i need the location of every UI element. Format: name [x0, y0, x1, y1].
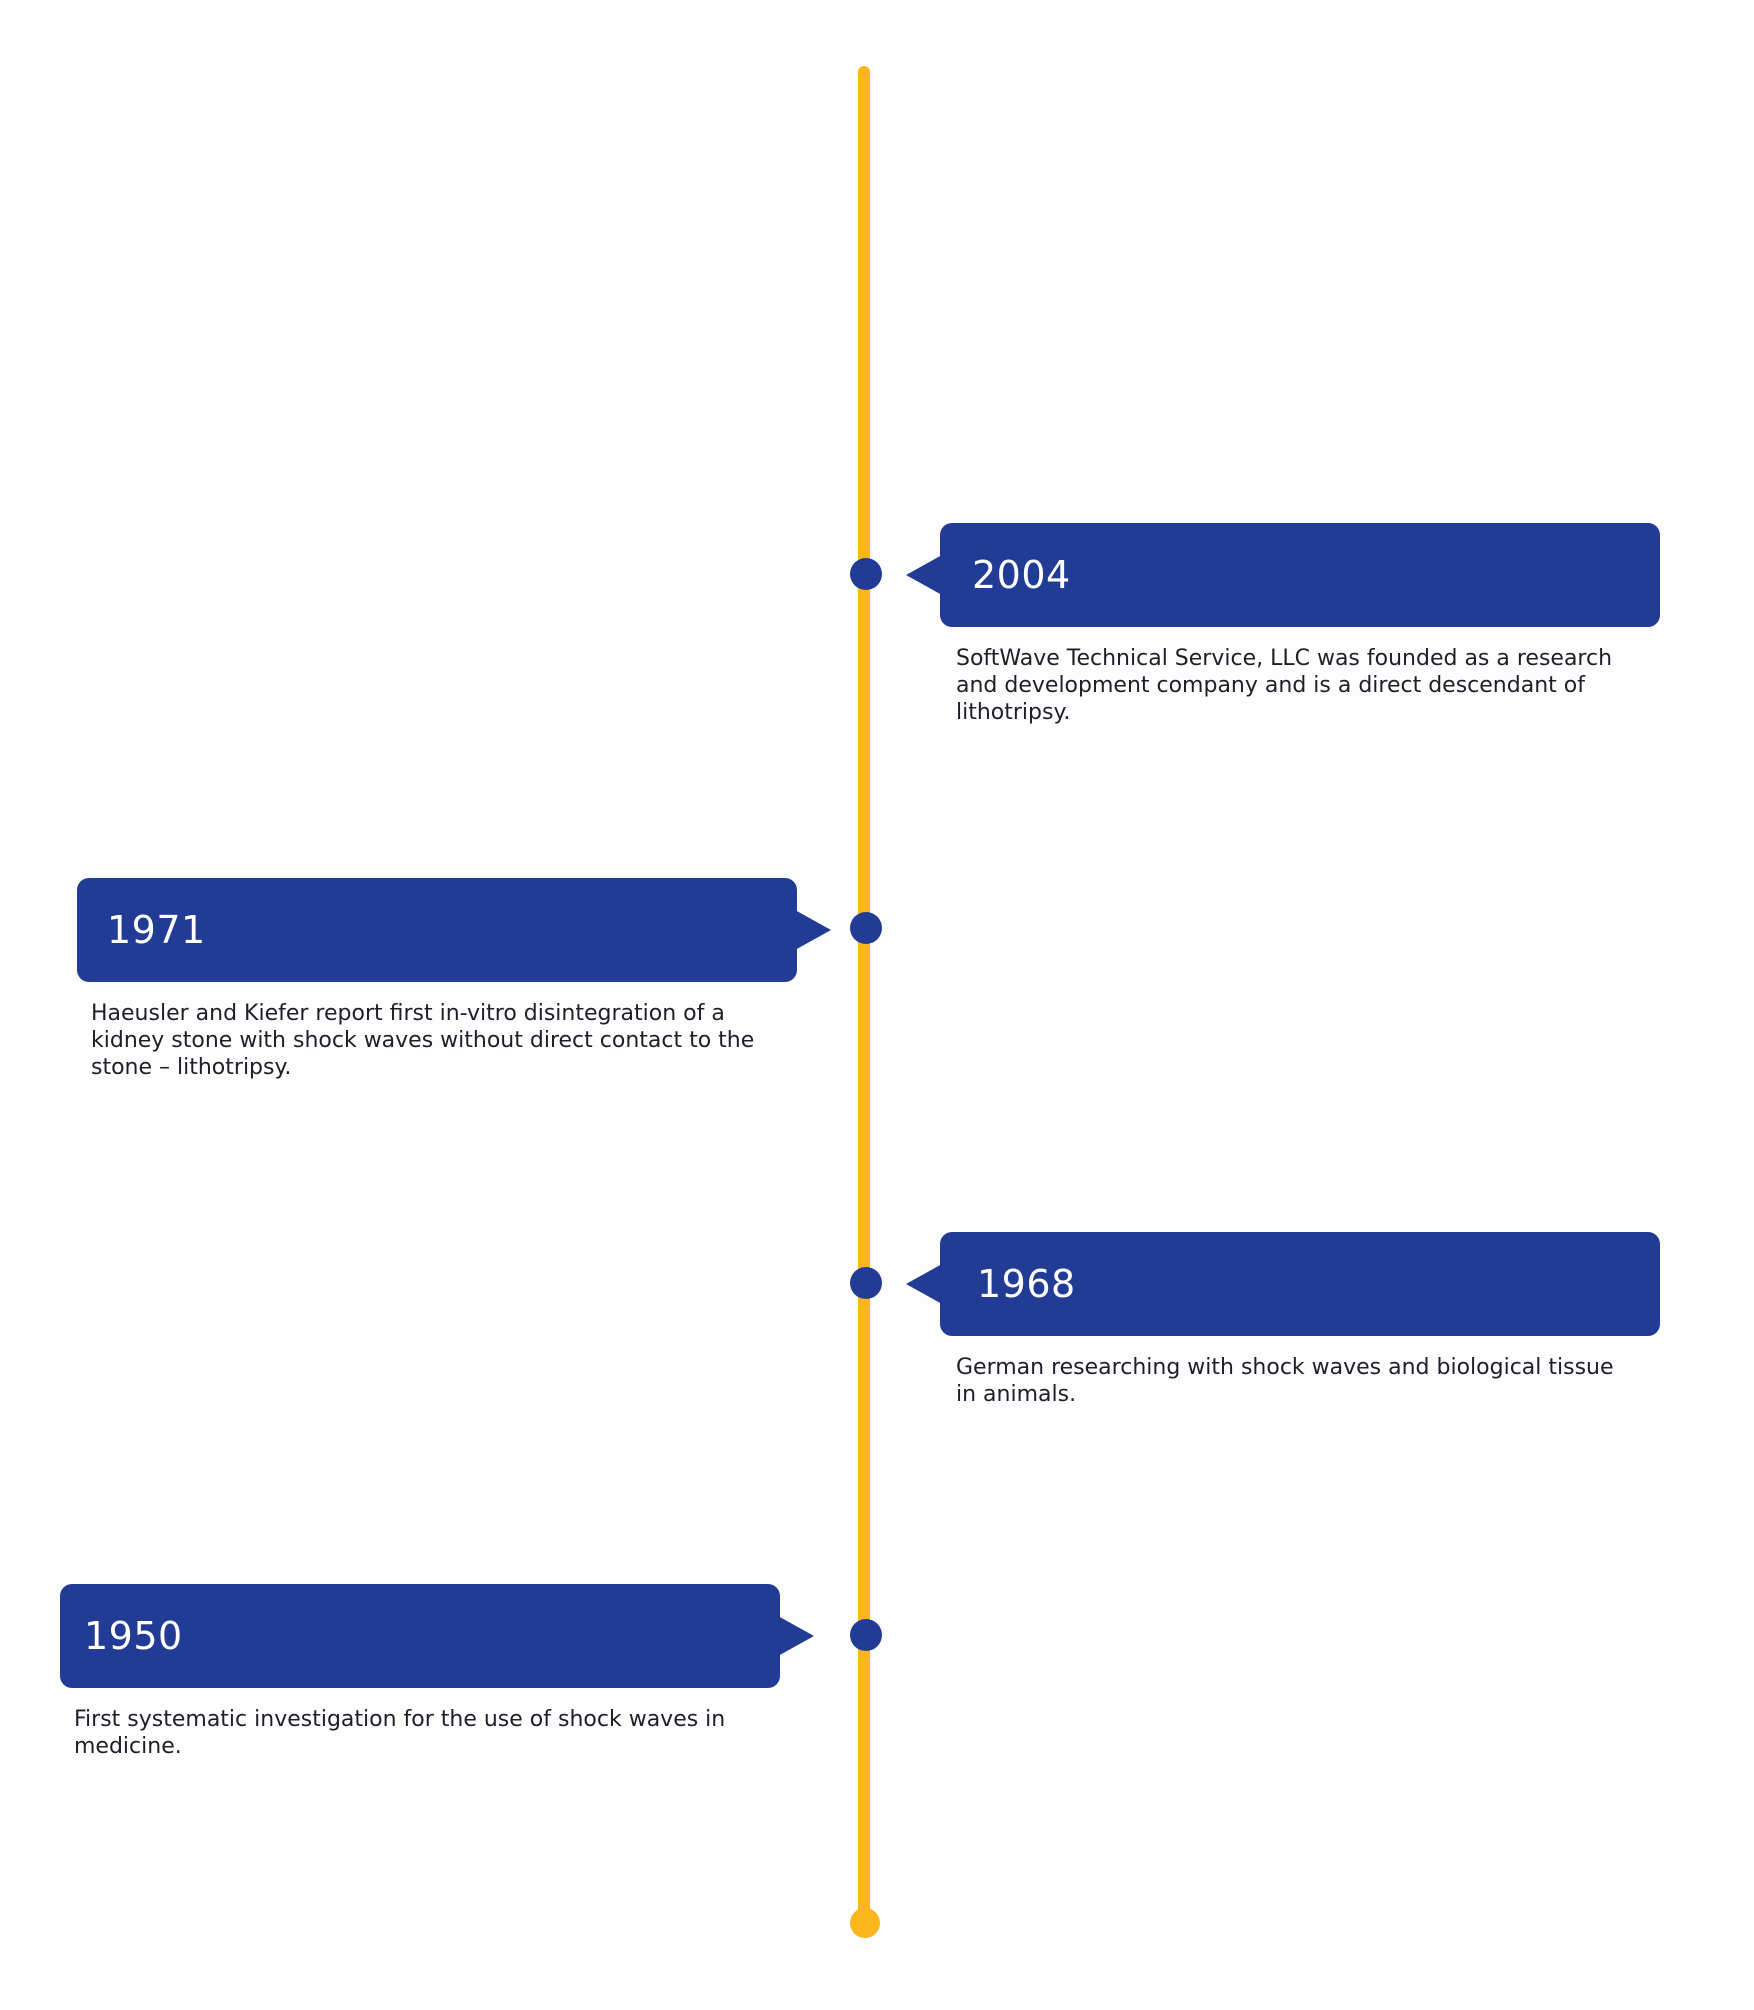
event-pointer	[778, 1616, 814, 1656]
timeline-end-dot	[850, 1908, 880, 1938]
event-year: 1971	[107, 908, 206, 952]
event-description: Haeusler and Kiefer report first in-vitr…	[91, 1001, 755, 1080]
event-pointer	[906, 555, 942, 595]
event-pointer	[906, 1264, 942, 1304]
timeline-axis	[858, 66, 870, 1924]
event-year: 2004	[972, 553, 1071, 597]
timeline-node-2004	[850, 558, 882, 590]
event-description: SoftWave Technical Service, LLC was foun…	[956, 646, 1613, 725]
event-year: 1950	[84, 1614, 183, 1658]
event-description: German researching with shock waves and …	[956, 1355, 1614, 1407]
event-year-box: 1971	[77, 878, 797, 982]
timeline-node-1968	[850, 1267, 882, 1299]
event-description: First systematic investigation for the u…	[74, 1707, 726, 1759]
event-year-box: 1968	[940, 1232, 1660, 1336]
event-pointer	[795, 910, 831, 950]
event-year-box: 2004	[940, 523, 1660, 627]
timeline-node-1971	[850, 912, 882, 944]
timeline-node-1950	[850, 1619, 882, 1651]
event-year: 1968	[977, 1262, 1076, 1306]
event-year-box: 1950	[60, 1584, 780, 1688]
